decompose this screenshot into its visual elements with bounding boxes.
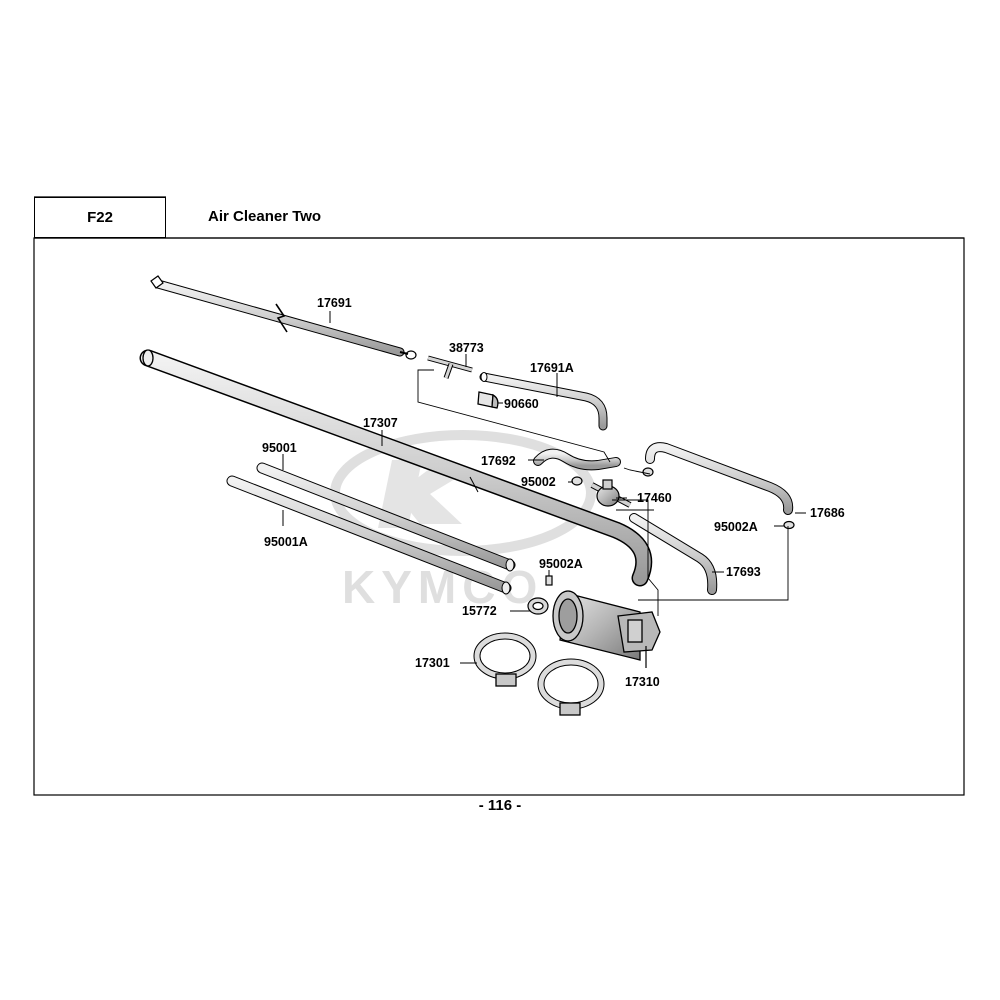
label-17693: 17693 [726, 565, 761, 579]
part-17310-air-cleaner [552, 590, 661, 668]
frame [33, 196, 965, 796]
label-95002: 95002 [521, 475, 556, 489]
label-17691: 17691 [317, 296, 352, 310]
label-17310: 17310 [625, 675, 660, 689]
part-17301-bands [473, 632, 605, 716]
part-38773-t-joint [427, 355, 473, 379]
part-95002A-right-clamp [783, 520, 795, 530]
assembly-lines [417, 369, 789, 616]
part-95001-tube [256, 462, 516, 572]
label-15772: 15772 [462, 604, 497, 618]
part-90660-clip [477, 391, 499, 409]
part-17686-hose [645, 442, 794, 515]
part-95001A-tube [226, 475, 512, 595]
label-95001: 95001 [262, 441, 297, 455]
label-90660: 90660 [504, 397, 539, 411]
label-17692: 17692 [481, 454, 516, 468]
part-17307-tube [139, 349, 653, 587]
label-17691A: 17691A [530, 361, 574, 375]
section-title: Air Cleaner Two [208, 208, 322, 225]
page-number: - 116 - [478, 797, 522, 814]
label-95001A: 95001A [264, 535, 308, 549]
label-17460: 17460 [637, 491, 672, 505]
part-17692-hose [533, 448, 621, 471]
kymco-watermark-logo: KYMCO [330, 430, 596, 613]
label-17301: 17301 [415, 656, 450, 670]
label-95002A-lower: 95002A [539, 557, 583, 571]
part-95002A-lower-clamp [545, 575, 553, 586]
label-95002A-right: 95002A [714, 520, 758, 534]
part-17693-hose [629, 513, 718, 595]
part-17460-valve [590, 479, 632, 508]
part-15772-clip [527, 597, 549, 615]
leader-lines [282, 311, 806, 664]
part-95002-clamp [571, 467, 654, 486]
label-17686: 17686 [810, 506, 845, 520]
label-17307: 17307 [363, 416, 398, 430]
part-17691-rod [150, 275, 417, 360]
part-labels: 17691 38773 17691A 90660 17307 95001 176… [262, 296, 845, 689]
label-38773: 38773 [449, 341, 484, 355]
part-17691A-hose [479, 372, 608, 431]
